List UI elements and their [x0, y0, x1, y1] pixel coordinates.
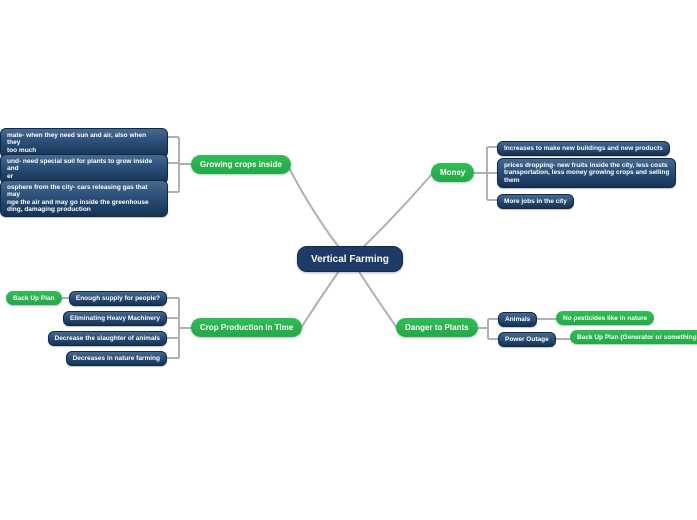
node-animals[interactable]: Animals [498, 312, 538, 327]
node-back-up-plan-generator[interactable]: Back Up Plan (Generator or something [570, 330, 697, 344]
node-decreases-nature-farming[interactable]: Decreases in nature farming [65, 351, 167, 366]
node-power-outage[interactable]: Power Outage [498, 332, 556, 347]
node-eliminating-machinery[interactable]: Eliminating Heavy Machinery [63, 311, 167, 326]
node-atmosphere[interactable]: osphere from the city- cars releasing ga… [0, 180, 168, 217]
node-ground[interactable]: und- need special soil for plants to gro… [0, 154, 168, 184]
node-increases-buildings[interactable]: Increases to make new buildings and new … [497, 141, 670, 156]
node-back-up-plan[interactable]: Back Up Plan [6, 291, 62, 305]
branch-growing-crops-inside[interactable]: Growing crops inside [191, 155, 291, 174]
node-prices-dropping[interactable]: prices dropping- new fruits inside the c… [497, 158, 677, 188]
central-topic[interactable]: Vertical Farming [297, 246, 403, 272]
branch-danger-to-plants[interactable]: Danger to Plants [396, 318, 478, 337]
node-no-pesticides[interactable]: No pesticides like in nature [556, 311, 655, 325]
node-enough-supply[interactable]: Enough supply for people? [68, 291, 167, 306]
node-decrease-slaughter[interactable]: Decrease the slaughter of animals [47, 331, 167, 346]
branch-money[interactable]: Money [431, 163, 475, 182]
node-more-jobs[interactable]: More jobs in the city [497, 194, 574, 209]
branch-crop-production[interactable]: Crop Production In Time [191, 318, 303, 337]
